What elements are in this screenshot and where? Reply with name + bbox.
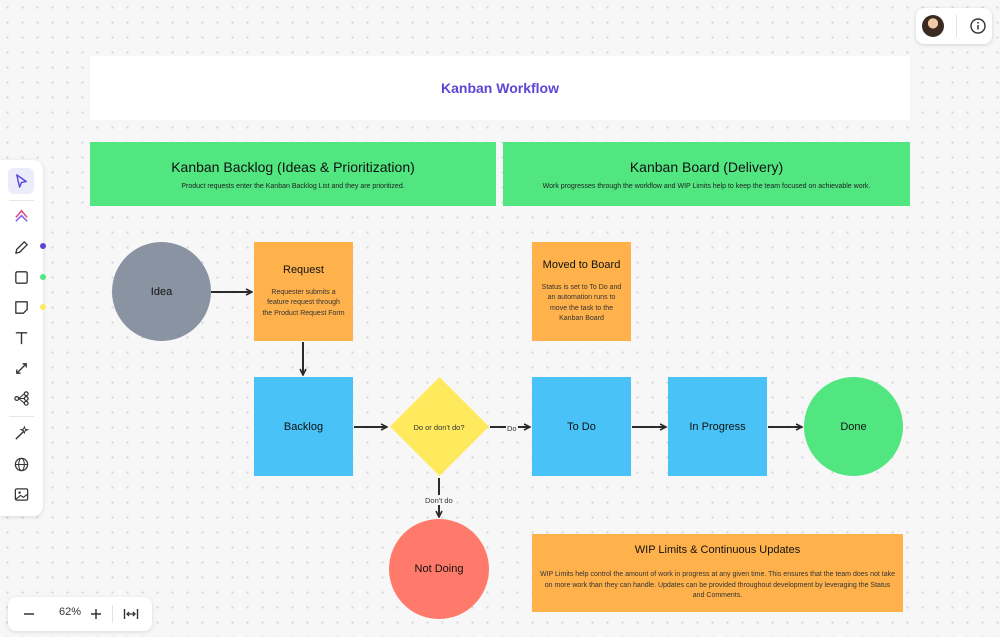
backlog-node[interactable]: Backlog (254, 377, 353, 476)
backlog-label: Backlog (283, 420, 324, 433)
minus-icon (24, 613, 34, 615)
toolbar-divider (9, 200, 34, 201)
text-icon[interactable] (8, 325, 34, 351)
moved-to-board-title: Moved to Board (542, 258, 621, 271)
moved-to-board-body: Status is set to To Do and an automation… (541, 283, 622, 323)
edge-label-do: Do (506, 423, 518, 433)
image-icon[interactable] (8, 481, 34, 507)
board-title-panel[interactable]: Kanban Workflow (90, 56, 910, 120)
request-body: Requester submits a feature request thro… (262, 288, 345, 317)
zoom-in-button[interactable] (84, 602, 108, 626)
toolbar-divider (9, 416, 34, 417)
left-toolbar (0, 160, 43, 516)
in-progress-label: In Progress (689, 420, 746, 433)
todo-node[interactable]: To Do (532, 377, 631, 476)
backlog-header-title: Kanban Backlog (Ideas & Prioritization) (171, 158, 415, 175)
mindmap-icon[interactable] (8, 385, 34, 411)
board-title: Kanban Workflow (441, 80, 559, 96)
ai-shapes-icon[interactable] (8, 203, 34, 229)
top-right-bar (916, 8, 992, 44)
done-label: Done (840, 420, 867, 433)
fit-width-icon (123, 609, 139, 619)
zoom-bar: 62% (8, 597, 152, 631)
wip-limits-card[interactable]: WIP Limits & Continuous Updates WIP Limi… (532, 534, 903, 612)
divider (956, 15, 958, 37)
in-progress-node[interactable]: In Progress (668, 377, 767, 476)
sticky-note-icon[interactable] (8, 294, 34, 320)
backlog-header-subtitle: Product requests enter the Kanban Backlo… (181, 182, 405, 190)
avatar[interactable] (922, 15, 945, 37)
connector-icon[interactable] (8, 355, 34, 381)
done-node[interactable]: Done (804, 377, 903, 476)
board-header-card[interactable]: Kanban Board (Delivery) Work progresses … (503, 142, 910, 206)
plus-icon (91, 609, 101, 619)
wip-limits-title: WIP Limits & Continuous Updates (634, 544, 801, 557)
board-header-subtitle: Work progresses through the workflow and… (542, 182, 871, 190)
pen-color-dot (40, 243, 46, 249)
zoom-level[interactable]: 62% (58, 606, 82, 618)
magic-icon[interactable] (8, 420, 34, 446)
board-header-title: Kanban Board (Delivery) (629, 158, 784, 175)
globe-icon[interactable] (8, 451, 34, 477)
idea-label: Idea (150, 285, 173, 298)
select-icon[interactable] (8, 168, 34, 194)
info-icon[interactable] (970, 18, 986, 34)
shape-color-dot (40, 274, 46, 280)
pen-icon[interactable] (8, 234, 34, 260)
zoom-out-button[interactable] (17, 602, 41, 626)
not-doing-node[interactable]: Not Doing (389, 519, 489, 619)
not-doing-label: Not Doing (414, 563, 464, 575)
fit-width-button[interactable] (119, 602, 143, 626)
edge-label-dont-do: Don't do (424, 495, 454, 505)
moved-to-board-card[interactable]: Moved to Board Status is set to To Do an… (532, 242, 631, 341)
sticky-color-dot (40, 304, 46, 310)
request-card[interactable]: Request Requester submits a feature requ… (254, 242, 353, 341)
request-title: Request (283, 263, 324, 276)
todo-label: To Do (567, 420, 596, 433)
backlog-header-card[interactable]: Kanban Backlog (Ideas & Prioritization) … (90, 142, 496, 206)
zoom-divider (112, 605, 113, 623)
decision-label: Do or don't do? (413, 422, 465, 432)
rectangle-icon[interactable] (8, 264, 34, 290)
wip-limits-body: WIP Limits help control the amount of wo… (540, 571, 895, 600)
decision-node[interactable] (389, 376, 490, 477)
idea-node[interactable]: Idea (112, 242, 211, 341)
